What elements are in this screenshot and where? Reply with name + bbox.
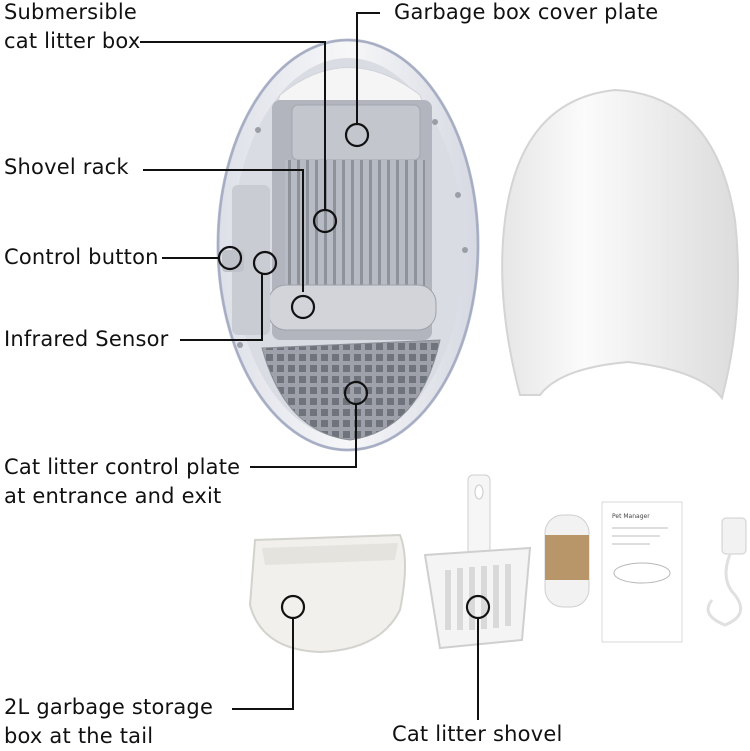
label-garbage-storage: 2L garbage storage box at the tail — [4, 695, 214, 748]
power-adapter — [706, 517, 747, 627]
callout-circle-control-plate — [343, 380, 369, 406]
label-control-button: Control button — [4, 245, 159, 269]
litter-shovel-item — [423, 474, 532, 650]
user-manual: Pet Manager — [601, 501, 683, 643]
callout-circle-shovel-rack — [290, 294, 316, 320]
label-submersible-box: Submersible cat litter box — [4, 0, 141, 53]
cover-shell — [501, 88, 740, 401]
callout-circle-cover-plate — [344, 122, 370, 148]
callout-circle-infrared — [252, 250, 278, 276]
label-litter-shovel: Cat litter shovel — [392, 722, 563, 746]
garbage-storage-box — [248, 533, 406, 654]
label-shovel-rack: Shovel rack — [4, 155, 129, 179]
label-infrared-sensor: Infrared Sensor — [4, 327, 169, 351]
label-control-plate: Cat litter control plate at entrance and… — [4, 455, 241, 508]
callout-circles — [217, 122, 491, 620]
callout-circle-litter-shovel — [465, 594, 491, 620]
callout-lines — [140, 12, 479, 720]
label-garbage-cover: Garbage box cover plate — [394, 0, 659, 24]
filter-roll — [544, 514, 590, 608]
callout-circle-submersible — [312, 208, 338, 234]
callout-circle-control-button — [217, 245, 243, 271]
manual-brand-text: Pet Manager — [612, 513, 650, 520]
litter-box — [216, 38, 480, 452]
callout-circle-garbage-storage — [280, 594, 306, 620]
